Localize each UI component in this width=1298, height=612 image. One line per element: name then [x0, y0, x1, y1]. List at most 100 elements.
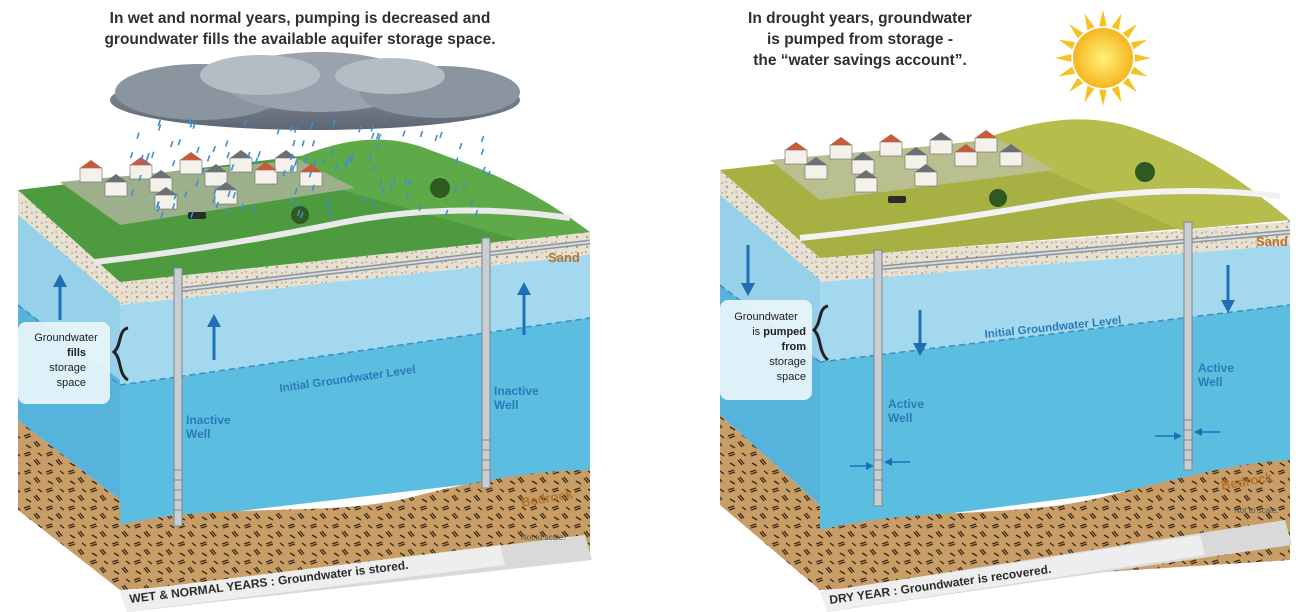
rain-drop [195, 180, 199, 187]
rain-drop [368, 154, 373, 162]
rain-drop [240, 203, 244, 211]
rain-drop [230, 164, 235, 171]
rain-drop [171, 159, 176, 167]
rain-drop [206, 155, 211, 162]
rain-drop [343, 159, 348, 167]
rain-drop [276, 128, 281, 135]
rain-drop [404, 192, 409, 199]
rain-cloud-icon [110, 52, 520, 130]
right-storage-line-2a: is [752, 326, 763, 338]
rain-drop [294, 159, 298, 166]
sun-ray [1058, 66, 1076, 77]
rain-drop [308, 171, 313, 178]
rain-drop [212, 196, 216, 204]
rain-drop [458, 142, 463, 150]
left-storage-callout [18, 322, 110, 404]
rain-drop [474, 209, 479, 217]
rain-drop [289, 197, 294, 204]
rain-drop [388, 184, 393, 191]
left-well-1-label-line-1: Inactive [186, 413, 231, 427]
right-well-1 [873, 249, 883, 507]
right-storage-line-5: space [777, 371, 806, 383]
rain-drop [289, 164, 293, 172]
left-storage-line-1: Groundwater [34, 332, 98, 344]
rain-drop [325, 196, 330, 204]
rain-drop [334, 164, 339, 171]
rain-drop [292, 139, 296, 147]
rain-drop [453, 186, 458, 193]
left-caption: In wet and normal years, pumping is decr… [40, 8, 560, 50]
rain-drop [224, 140, 229, 147]
rain-drop [140, 154, 144, 162]
right-well-1-label-line-1: Active [888, 397, 924, 411]
rain-drop [480, 148, 485, 156]
right-storage-line-2: is pumped [752, 326, 806, 338]
sun-icon [1055, 10, 1151, 106]
sun-ray [1130, 39, 1148, 50]
rain-drop [328, 211, 333, 219]
sun-ray [1055, 54, 1072, 62]
right-storage-callout [720, 300, 812, 400]
rain-drop [375, 144, 380, 151]
rain-drop [358, 125, 362, 133]
right-well-2-label-line-2: Well [1198, 375, 1222, 389]
rain-drop [301, 140, 305, 147]
rain-drop [171, 203, 176, 210]
right-sand-label: Sand [1256, 234, 1288, 249]
sun-ray [1069, 77, 1084, 92]
rain-drop [329, 149, 334, 156]
right-down-arrows [741, 245, 1235, 356]
sun-disc [1073, 28, 1133, 88]
rain-drop [290, 124, 294, 132]
rain-drop [291, 165, 295, 173]
rain-drop [310, 122, 314, 130]
rain-drop [192, 122, 196, 130]
rain-drop [129, 151, 134, 159]
sun-ray [1111, 13, 1122, 31]
left-caption-line-2: groundwater fills the available aquifer … [104, 31, 496, 48]
left-well-2-label-line-1: Inactive [494, 384, 539, 398]
rain-drop [257, 151, 261, 158]
sun-ray [1058, 39, 1076, 50]
rain-drop [304, 157, 308, 164]
right-caption-line-1: In drought years, groundwater [748, 10, 972, 27]
sun-ray [1122, 77, 1137, 92]
rain-drop [252, 206, 256, 213]
rain-drop [377, 133, 382, 141]
right-storage-line-2b: pumped [763, 326, 806, 338]
rain-drop [455, 157, 459, 164]
rain-drop [348, 155, 353, 162]
rain-drop [243, 119, 248, 127]
rain-drop [246, 151, 251, 159]
left-well-2 [481, 237, 491, 489]
rain-drop [293, 126, 298, 133]
left-brace-icon [111, 326, 129, 382]
rain-drop [418, 204, 423, 212]
right-brace-icon [811, 304, 830, 362]
sun-ray [1130, 66, 1148, 77]
rain-drop [439, 131, 443, 139]
rain-drop [155, 201, 160, 208]
rain-drop [344, 162, 349, 169]
rain-drop [487, 170, 491, 177]
left-up-arrows [53, 274, 531, 360]
rain-drop [177, 139, 182, 146]
left-sand-label: Sand [548, 250, 580, 265]
rain-drop [296, 200, 300, 208]
rain-drop [157, 119, 162, 127]
rain-drop [173, 193, 178, 200]
rain-drop [136, 132, 140, 139]
rain-drop [196, 146, 200, 154]
rain-drop [379, 179, 383, 186]
rain-drop [138, 174, 142, 182]
rain-drop [146, 152, 150, 160]
right-storage-line-1: Groundwater [734, 311, 798, 323]
left-storage-line-3: storage [49, 362, 86, 374]
rain-drop [311, 140, 316, 147]
sun-ray [1084, 85, 1095, 103]
rain-drop [188, 117, 192, 125]
rain-drop [381, 187, 385, 195]
right-scale-note: Not to scale. [1234, 506, 1278, 515]
rain-drop [362, 196, 366, 204]
rain-drop [232, 191, 237, 199]
